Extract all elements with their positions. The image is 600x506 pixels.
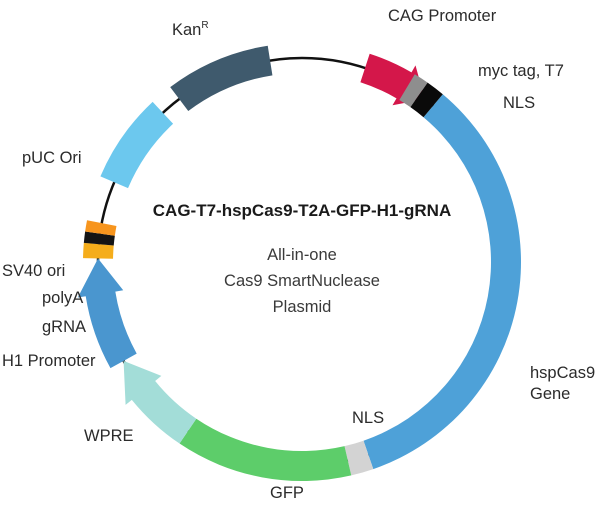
label-kanr-sup: R bbox=[201, 20, 208, 31]
segment-wpre bbox=[123, 360, 197, 444]
segment-myc-t7 bbox=[399, 74, 428, 108]
label-hspcas9-line-2: Gene bbox=[530, 385, 570, 403]
segment-puc-ori bbox=[100, 101, 174, 189]
label-kanr: KanR bbox=[172, 20, 209, 39]
label-myc-t7: myc tag, T7 bbox=[478, 62, 564, 80]
plasmid-name: CAG-T7-hspCas9-T2A-GFP-H1-gRNA bbox=[153, 201, 451, 220]
segment-nls-1 bbox=[410, 82, 443, 118]
label-puc-ori: pUC Ori bbox=[22, 149, 82, 167]
label-cag-promoter: CAG Promoter bbox=[388, 7, 497, 25]
label-nls-2: NLS bbox=[352, 409, 384, 427]
segment-gfp bbox=[179, 418, 352, 482]
segment-sv40-ori bbox=[85, 220, 117, 236]
segment-kanr bbox=[170, 45, 273, 112]
label-nls-1: NLS bbox=[503, 94, 535, 112]
label-gfp: GFP bbox=[270, 484, 304, 502]
plasmid-description-line-1: All-in-one bbox=[267, 246, 337, 264]
segment-polya bbox=[83, 231, 115, 246]
plasmid-description-line-3: Plasmid bbox=[273, 298, 332, 316]
plasmid-description-line-2: Cas9 SmartNuclease bbox=[224, 272, 380, 290]
label-h1-promoter: H1 Promoter bbox=[2, 352, 96, 370]
segment-nls-2 bbox=[344, 440, 374, 476]
label-hspcas9-line-1: hspCas9 bbox=[530, 364, 595, 382]
segment-grna bbox=[83, 242, 114, 259]
label-sv40-ori: SV40 ori bbox=[2, 262, 65, 280]
label-kanr-main: Kan bbox=[172, 21, 201, 39]
label-grna: gRNA bbox=[42, 318, 86, 336]
label-wpre: WPRE bbox=[84, 427, 134, 445]
segment-h1-promoter bbox=[77, 258, 137, 369]
label-polya: polyA bbox=[42, 289, 83, 307]
segment-hspcas9 bbox=[363, 94, 521, 470]
